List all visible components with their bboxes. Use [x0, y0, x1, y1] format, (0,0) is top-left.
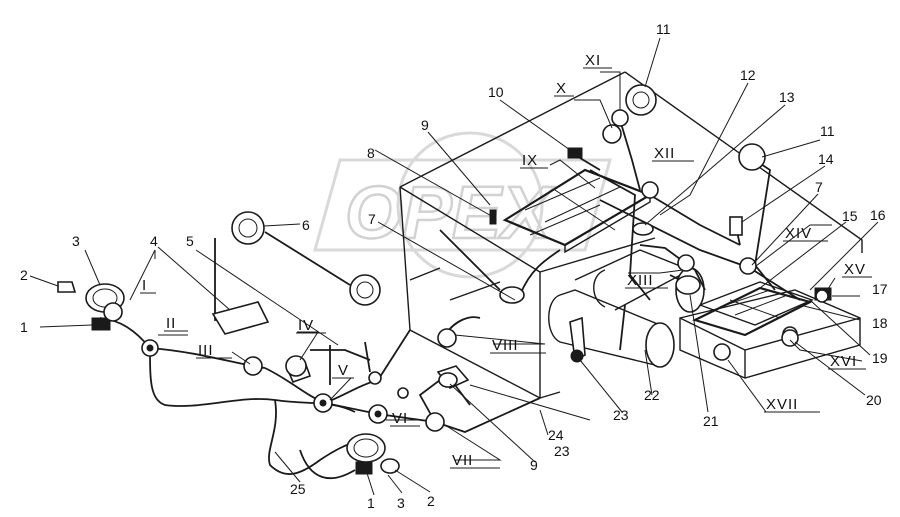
roman-xvi: XVI	[830, 353, 857, 370]
label-17: 17	[872, 281, 888, 297]
roman-xvii: XVII	[766, 396, 798, 413]
roman-xv: XV	[844, 261, 866, 278]
label-2-bottom: 2	[427, 493, 435, 509]
gauge-6-right	[349, 274, 381, 306]
label-11-top: 11	[656, 21, 671, 37]
label-22: 22	[644, 387, 660, 403]
label-20: 20	[866, 392, 882, 408]
roman-ii: II	[166, 315, 176, 332]
roman-vi: VI	[392, 410, 408, 427]
part-10	[567, 147, 583, 159]
horn-11-right	[738, 143, 766, 171]
connector-block-left	[91, 317, 111, 331]
marker-i	[103, 302, 123, 322]
marker-iii	[243, 356, 263, 376]
gauge-6-left	[231, 211, 265, 245]
leader-lines	[29, 37, 879, 496]
label-3-bottom: 3	[397, 495, 405, 511]
label-11-right: 11	[820, 123, 835, 139]
roman-v: V	[338, 362, 349, 379]
part-23-right	[570, 349, 584, 363]
label-13: 13	[779, 89, 795, 105]
roman-iv: IV	[298, 317, 314, 334]
label-12: 12	[740, 67, 756, 83]
rear-grille	[692, 286, 814, 337]
part-13	[632, 222, 654, 236]
label-10: 10	[488, 84, 504, 100]
headlight-right	[346, 433, 386, 463]
connector-block-right	[355, 461, 373, 475]
roman-xi: XI	[585, 52, 601, 69]
label-21: 21	[703, 413, 719, 429]
label-23-left: 23	[554, 443, 570, 459]
label-3: 3	[72, 233, 80, 249]
label-23-right: 23	[613, 407, 629, 423]
label-1-bottom: 1	[367, 495, 375, 511]
part-21	[675, 275, 701, 295]
detail-markers	[103, 109, 829, 432]
label-9-top: 9	[421, 117, 429, 133]
roman-vii: VII	[452, 452, 473, 469]
label-15: 15	[842, 208, 858, 224]
label-16: 16	[870, 207, 886, 223]
marker-xvii	[713, 343, 731, 361]
marker-xi	[611, 109, 629, 127]
roman-xii: XII	[654, 145, 675, 162]
bracket-22	[569, 316, 586, 362]
label-2: 2	[20, 267, 28, 283]
marker-x	[602, 124, 622, 144]
part-14	[729, 216, 743, 236]
marker-xvi	[781, 329, 799, 347]
part-9-bottom	[438, 372, 458, 388]
label-9-bottom: 9	[530, 457, 538, 473]
label-8: 8	[367, 145, 375, 161]
marker-viii	[437, 328, 457, 348]
roman-labels: I II III IV V VI VII VIII IX X XI XII XI…	[140, 52, 872, 469]
label-24: 24	[548, 427, 564, 443]
roman-i: I	[142, 277, 147, 294]
marker-iv	[285, 355, 307, 377]
lamp-right	[380, 458, 400, 474]
roman-ix: IX	[522, 152, 538, 169]
label-7-right: 7	[815, 179, 823, 195]
svg-text:OPEX: OPEX	[345, 171, 555, 254]
roman-iii: III	[198, 342, 214, 359]
part-8	[499, 286, 525, 304]
label-5: 5	[186, 233, 194, 249]
roman-x: X	[556, 80, 567, 97]
label-19: 19	[872, 350, 888, 366]
marker-xiii	[677, 254, 695, 272]
marker-vii	[425, 412, 445, 432]
label-25: 25	[290, 481, 306, 497]
label-1: 1	[20, 319, 28, 335]
marker-xii	[641, 181, 659, 199]
label-7-left: 7	[368, 211, 376, 227]
label-14: 14	[818, 151, 834, 167]
roman-xiv: XIV	[785, 225, 812, 242]
marker-xv	[815, 289, 829, 303]
label-18: 18	[872, 315, 888, 331]
label-6: 6	[302, 217, 310, 233]
label-4: 4	[150, 233, 158, 249]
box-4	[211, 301, 270, 335]
roman-xiii: XIII	[627, 272, 654, 289]
lamp-left	[57, 281, 77, 293]
number-labels: 1 2 3 4 5 6 7 8 9 10 11 12 13 11 14 7 15…	[20, 21, 888, 511]
roman-viii: VIII	[492, 337, 519, 354]
marker-xiv	[739, 257, 757, 275]
horn-11-top	[625, 84, 657, 116]
